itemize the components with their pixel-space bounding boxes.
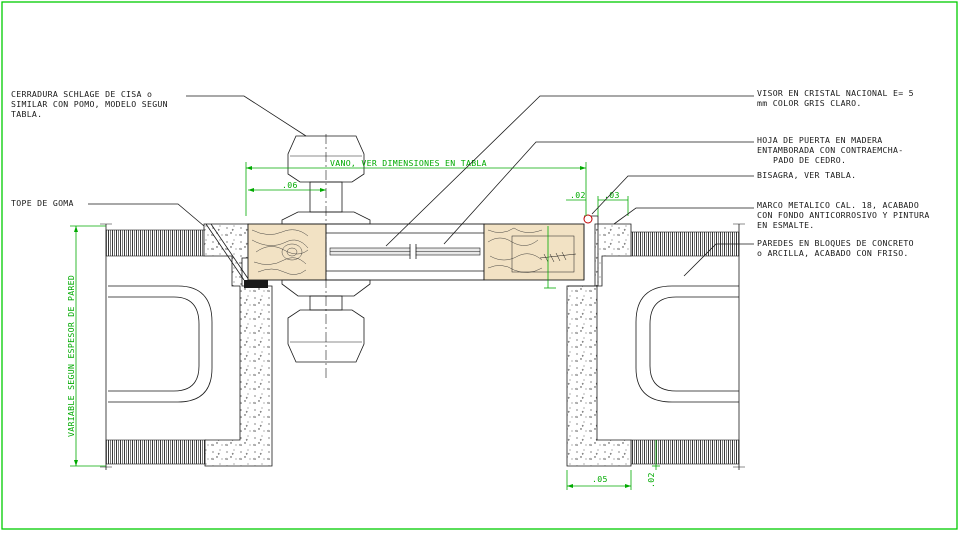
note-visor-line-2: mm COLOR GRIS CLARO.: [757, 98, 862, 108]
door-knob-assembly: [281, 134, 371, 380]
rubber-stop: [244, 280, 268, 288]
note-paredes-line-2: o ARCILLA, ACABADO CON FRISO.: [757, 248, 909, 258]
hinge-icon: [583, 214, 593, 224]
note-paredes: PAREDES EN BLOQUES DE CONCRETO o ARCILLA…: [757, 238, 914, 258]
note-visor: VISOR EN CRISTAL NACIONAL E= 5 mm COLOR …: [757, 88, 914, 108]
left-wall: [100, 223, 273, 470]
note-hoja-line-1: HOJA DE PUERTA EN MADERA: [757, 135, 883, 145]
note-marco-line-2: CON FONDO ANTICORROSIVO Y PINTURA: [757, 210, 930, 220]
hinge-screw: [539, 251, 577, 263]
leader-lines: [88, 95, 754, 277]
note-cerradura-line-3: TABLA.: [11, 109, 42, 119]
dim-02-top: .02: [570, 190, 586, 200]
dim-wall: VARIABLE SEGUN ESPESOR DE PARED: [66, 275, 76, 437]
dim-05: .05: [592, 474, 608, 484]
note-marco-line-1: MARCO METALICO CAL. 18, ACABADO: [757, 200, 919, 210]
note-marco: MARCO METALICO CAL. 18, ACABADO CON FOND…: [757, 200, 930, 230]
note-marco-line-3: EN ESMALTE.: [757, 220, 815, 230]
note-bisagra: BISAGRA, VER TABLA.: [757, 170, 856, 180]
note-hoja-line-2: ENTAMBORADA CON CONTRAEMCHA-: [757, 145, 903, 155]
dim-06: .06: [282, 180, 298, 190]
note-cerradura: CERRADURA SCHLAGE DE CISA o SIMILAR CON …: [11, 89, 168, 119]
door-leaf: [247, 223, 585, 281]
note-tope: TOPE DE GOMA: [11, 198, 74, 208]
note-hoja-line-3: PADO DE CEDRO.: [773, 155, 846, 165]
dimension-lines: VANO, VER DIMENSIONES EN TABLA .06 .02 .…: [66, 158, 660, 490]
dim-vano: VANO, VER DIMENSIONES EN TABLA: [330, 158, 487, 168]
note-hoja: HOJA DE PUERTA EN MADERA ENTAMBORADA CON…: [757, 135, 903, 165]
note-paredes-line-1: PAREDES EN BLOQUES DE CONCRETO: [757, 238, 914, 248]
right-wall: [566, 214, 745, 470]
note-visor-line-1: VISOR EN CRISTAL NACIONAL E= 5: [757, 88, 914, 98]
note-cerradura-line-2: SIMILAR CON POMO, MODELO SEGUN: [11, 99, 168, 109]
dim-02-bottom: .02: [646, 472, 656, 488]
note-cerradura-line-1: CERRADURA SCHLAGE DE CISA o: [11, 89, 152, 99]
dim-03: .03: [604, 190, 620, 200]
